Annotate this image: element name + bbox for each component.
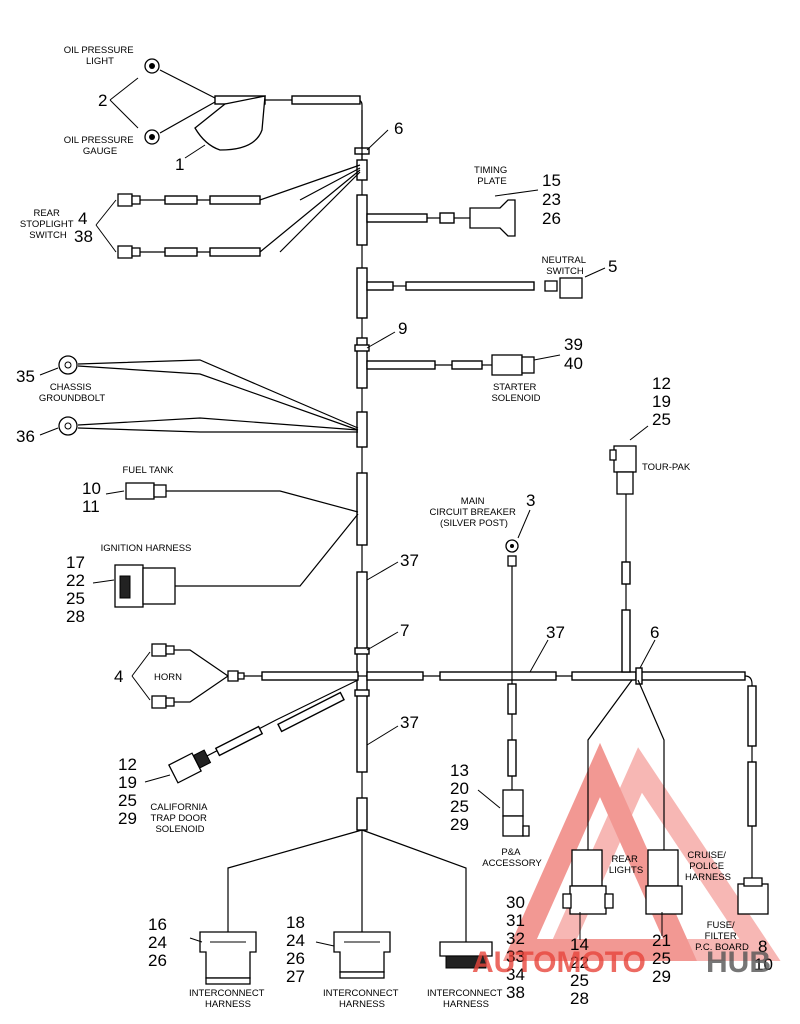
fuel-tank-branch (105, 482, 359, 513)
ignition-harness-label: IGNITION HARNESS (101, 543, 192, 554)
callout-6-top: 6 (394, 119, 403, 138)
callout-5: 5 (608, 257, 617, 276)
fuse-filter-pc-board-label: FUSE/ FILTER P.C. BOARD (695, 920, 749, 953)
neutral-switch-branch (366, 267, 606, 299)
fuel-tank-label: FUEL TANK (122, 465, 174, 476)
callout-37-upper: 37 (400, 551, 419, 570)
callout-37-lower: 37 (400, 713, 419, 732)
rear-lights-branch (562, 679, 683, 915)
callout-2: 2 (98, 91, 107, 110)
callout-15-23-26: 15 23 26 (542, 171, 566, 228)
oil-pressure-light-label: OIL PRESSURE LIGHT (64, 45, 137, 67)
callout-1: 1 (175, 155, 184, 174)
starter-solenoid-label: STARTER SOLENOID (491, 382, 540, 404)
callout-14-22-25-28: 14 22 25 28 (570, 935, 594, 1008)
fuse-filter-branch (737, 877, 769, 915)
svg-text:HUB: HUB (706, 946, 771, 979)
callout-3: 3 (526, 491, 535, 510)
horn-label: HORN (154, 672, 182, 683)
callout-12-19-25: 12 19 25 (652, 374, 676, 429)
chassis-ground-branch (39, 355, 359, 436)
tour-pak-label: TOUR-PAK (642, 462, 691, 473)
ignition-harness-branch (92, 513, 359, 608)
cross-harness (240, 667, 757, 880)
callout-21-25-29: 21 25 29 (652, 931, 676, 986)
timing-plate-branch (366, 189, 539, 237)
pa-accessory-branch (477, 676, 530, 837)
callout-6-mid: 6 (650, 623, 659, 642)
timing-plate-label: TIMING PLATE (474, 165, 510, 187)
california-trap-door-branch (144, 679, 359, 784)
interconnect-harness-label-2: INTERCONNECT HARNESS (323, 988, 401, 1010)
callout-18-24-26-27: 18 24 26 27 (286, 913, 310, 986)
callout-30-38: 30 31 32 33 34 38 (506, 893, 530, 1002)
pa-accessory-label: P&A ACCESSORY (482, 847, 542, 869)
main-circuit-breaker-branch (505, 509, 531, 676)
rear-lights-label: REAR LIGHTS (609, 854, 643, 876)
callout-16-24-26: 16 24 26 (148, 915, 172, 970)
interconnect-tree (189, 829, 493, 985)
cruise-police-harness-label: CRUISE/ POLICE HARNESS (685, 850, 731, 883)
california-trap-door-label: CALIFORNIA TRAP DOOR SOLENOID (150, 802, 209, 835)
callout-17-22-25-28: 17 22 25 28 (66, 553, 90, 626)
neutral-switch-label: NEUTRAL SWITCH (542, 255, 589, 277)
oil-pressure-branch (109, 58, 363, 160)
callout-4-38: 4 38 (74, 209, 93, 246)
callout-7: 7 (400, 621, 409, 640)
rear-stoplight-branch (95, 164, 361, 259)
callout-9: 9 (398, 319, 407, 338)
callout-4-horn: 4 (114, 667, 123, 686)
callout-39-40: 39 40 (564, 335, 588, 373)
starter-solenoid-branch (366, 354, 561, 376)
callout-13-20-25-29: 13 20 25 29 (450, 761, 474, 834)
callout-35: 35 (16, 367, 35, 386)
rear-stoplight-switch-label: REAR STOPLIGHT SWITCH (20, 208, 76, 241)
callout-36: 36 (16, 427, 35, 446)
interconnect-harness-label-3: INTERCONNECT HARNESS (427, 988, 505, 1010)
interconnect-harness-label-1: INTERCONNECT HARNESS (189, 988, 267, 1010)
callout-37-mid: 37 (546, 623, 565, 642)
tour-pak-branch (609, 425, 649, 673)
chassis-groundbolt-label: CHASSIS GROUNDBOLT (39, 382, 106, 404)
main-circuit-breaker-label: MAIN CIRCUIT BREAKER (SILVER POST) (429, 496, 518, 529)
oil-pressure-gauge-label: OIL PRESSURE GAUGE (64, 135, 137, 157)
callout-12-19-25-29: 12 19 25 29 (118, 755, 142, 828)
horn-branch (131, 643, 245, 709)
callout-8-10: 8 10 (754, 937, 773, 974)
svg-text:AUTOMOTO: AUTOMOTO (472, 946, 646, 979)
callout-10-11: 10 11 (82, 479, 106, 516)
watermark-text: AUTOMOTO HUB (472, 946, 771, 979)
